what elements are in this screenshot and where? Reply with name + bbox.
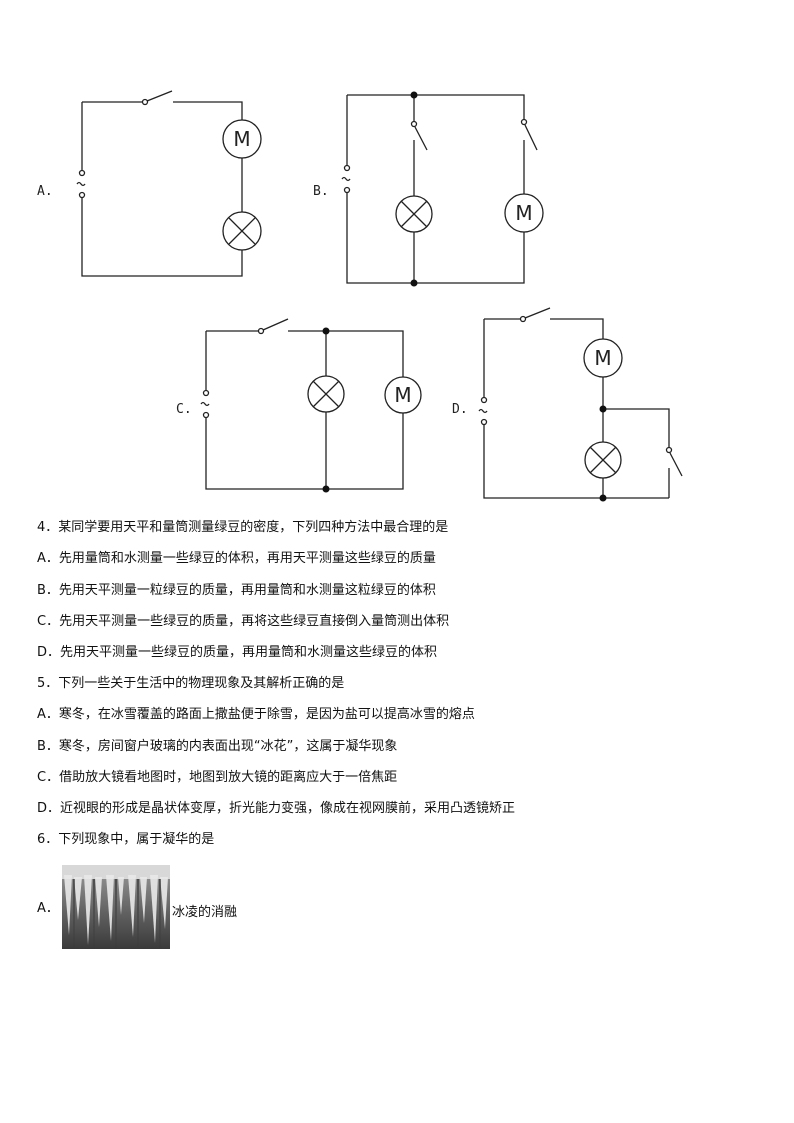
question-5-option-a: A．寒冬，在冰雪覆盖的路面上撒盐便于除雪，是因为盐可以提高冰雪的熔点 bbox=[37, 707, 475, 722]
motor-label: M bbox=[394, 383, 411, 407]
circuit-d bbox=[478, 307, 683, 499]
circuit-diagrams: M M M M A. B. C. D. bbox=[37, 90, 683, 502]
motor-label: M bbox=[515, 201, 532, 225]
question-5-option-c: C．借助放大镜看地图时，地图到放大镜的距离应大于一倍焦距 bbox=[37, 770, 398, 785]
ac-source-icon bbox=[76, 181, 86, 187]
motor-label: M bbox=[594, 346, 611, 370]
motor-label: M bbox=[233, 127, 250, 151]
circuit-c bbox=[200, 318, 422, 490]
question-4-option-c: C．先用天平测量一些绿豆的质量，再将这些绿豆直接倒入量筒测出体积 bbox=[37, 614, 450, 629]
question-5-option-d: D．近视眼的形成是晶状体变厚，折光能力变强，像成在视网膜前，采用凸透镜矫正 bbox=[37, 801, 516, 816]
option-label-a: A. bbox=[37, 184, 53, 199]
question-4-option-a: A．先用量筒和水测量一些绿豆的体积，再用天平测量这些绿豆的质量 bbox=[37, 551, 436, 566]
circuit-a bbox=[76, 90, 262, 277]
motor-icon bbox=[504, 193, 544, 233]
question-4-option-d: D．先用天平测量一些绿豆的质量，再用量筒和水测量这些绿豆的体积 bbox=[37, 645, 438, 660]
ac-source-icon bbox=[341, 176, 351, 182]
lamp-icon bbox=[584, 441, 622, 479]
question-5-option-b: B．寒冬，房间窗户玻璃的内表面出现“冰花”，这属于凝华现象 bbox=[37, 739, 398, 754]
ac-source-icon bbox=[478, 408, 488, 414]
lamp-icon bbox=[307, 375, 345, 413]
question-5-stem: 5．下列一些关于生活中的物理现象及其解析正确的是 bbox=[37, 676, 345, 691]
question-4-option-b: B．先用天平测量一粒绿豆的质量，再用量筒和水测量这粒绿豆的体积 bbox=[37, 583, 436, 598]
circuit-b bbox=[341, 94, 544, 284]
icicle-photo bbox=[62, 865, 170, 949]
question-6-option-a-caption: 冰凌的消融 bbox=[172, 905, 238, 920]
question-6-option-a-label: A． bbox=[37, 901, 59, 916]
ac-source-icon bbox=[200, 401, 210, 407]
option-label-c: C. bbox=[176, 402, 192, 417]
question-6-stem: 6．下列现象中，属于凝华的是 bbox=[37, 832, 215, 847]
lamp-icon bbox=[222, 211, 262, 251]
lamp-icon bbox=[395, 195, 433, 233]
question-4-stem: 4．某同学要用天平和量筒测量绿豆的密度，下列四种方法中最合理的是 bbox=[37, 520, 449, 535]
junction-dots bbox=[322, 91, 607, 502]
option-label-d: D. bbox=[452, 402, 468, 417]
option-label-b: B. bbox=[313, 184, 329, 199]
